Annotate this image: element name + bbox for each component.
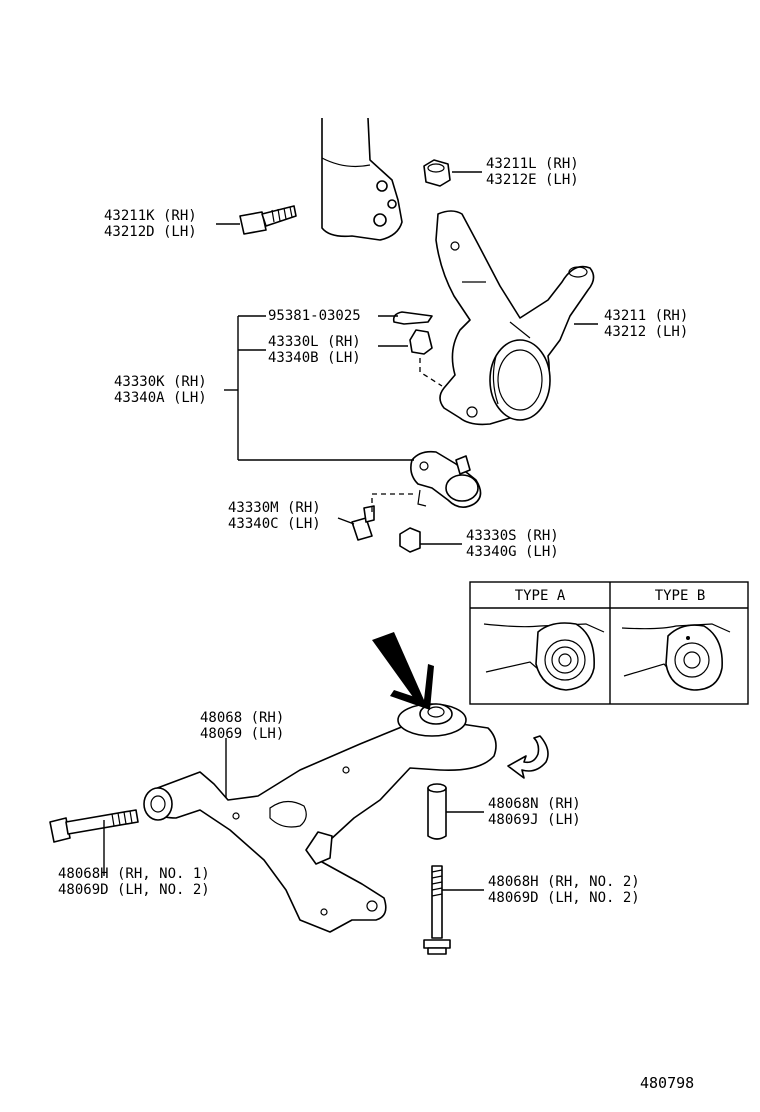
label-strut-bolt-2: 43212D (LH): [104, 224, 197, 240]
label-cotter-pin: 95381-03025: [268, 308, 361, 324]
rear-bolt: [423, 865, 451, 955]
label-knuckle-1: 43211 (RH): [604, 308, 688, 324]
label-balljoint-nut-2: 43340B (LH): [268, 350, 361, 366]
front-bolt: [49, 809, 139, 843]
balljoint-bolt: [351, 493, 414, 541]
label-rear-bolt-2: 48069D (LH, NO. 2): [488, 890, 640, 906]
bushing: [427, 783, 447, 840]
label-front-bolt-1: 48068H (RH, NO. 1): [58, 866, 210, 882]
leader-lines: [103, 171, 598, 891]
label-balljoint-nut2-2: 43340G (LH): [466, 544, 559, 560]
label-knuckle-nut-2: 43212E (LH): [486, 172, 579, 188]
knuckle-nut: [423, 159, 451, 187]
label-balljoint-bolt-2: 43340C (LH): [228, 516, 321, 532]
type-b-label: TYPE B: [655, 588, 706, 604]
label-balljoint-nut2-1: 43330S (RH): [466, 528, 559, 544]
type-a-label: TYPE A: [515, 588, 566, 604]
label-balljoint-nut-1: 43330L (RH): [268, 334, 361, 350]
pointer-arrow: [372, 632, 434, 710]
label-knuckle-2: 43212 (LH): [604, 324, 688, 340]
label-knuckle-nut-1: 43211L (RH): [486, 156, 579, 172]
label-rear-bolt-1: 48068H (RH, NO. 2): [488, 874, 640, 890]
strut-lower: [321, 117, 403, 241]
balljoint-nut-2: [399, 527, 421, 553]
cotter-pin: [392, 311, 433, 325]
label-arm-1: 48068 (RH): [200, 710, 284, 726]
label-balljoint-bolt-1: 43330M (RH): [228, 500, 321, 516]
label-strut-bolt-1: 43211K (RH): [104, 208, 197, 224]
rotation-arrow: [507, 735, 549, 779]
part-labels: 43211L (RH) 43212E (LH) 43211K (RH) 4321…: [58, 156, 694, 1092]
diagram-number: 480798: [640, 1074, 694, 1092]
label-arm-2: 48069 (LH): [200, 726, 284, 742]
lower-ball-joint: [410, 450, 482, 508]
steering-knuckle: [435, 210, 595, 426]
type-box: TYPE A TYPE B: [469, 581, 749, 705]
label-bushing-1: 48068N (RH): [488, 796, 581, 812]
strut-bolt: [239, 205, 297, 235]
balljoint-nut: [409, 329, 443, 387]
label-bushing-2: 48069J (LH): [488, 812, 581, 828]
label-balljoint-assy-1: 43330K (RH): [114, 374, 207, 390]
lower-control-arm: [143, 703, 497, 933]
label-balljoint-assy-2: 43340A (LH): [114, 390, 207, 406]
label-front-bolt-2: 48069D (LH, NO. 2): [58, 882, 210, 898]
